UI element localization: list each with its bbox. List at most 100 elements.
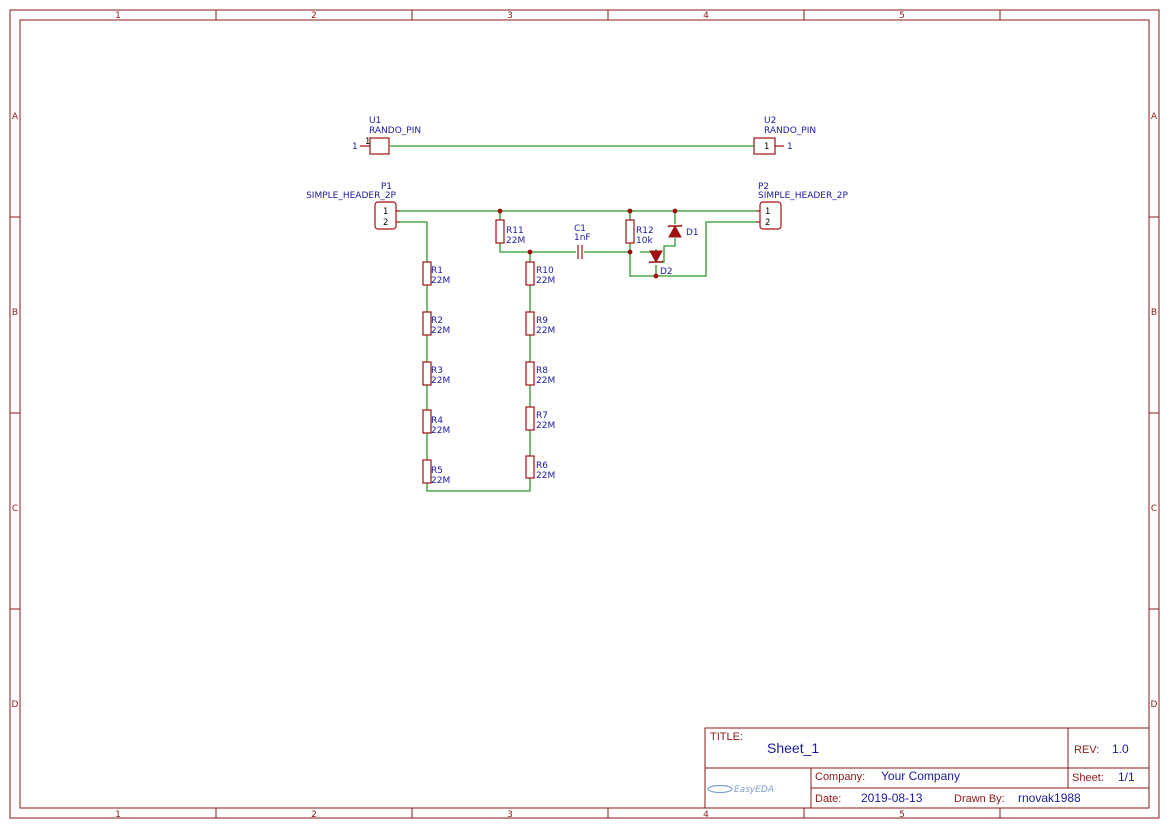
p2-pin1-number: 1 <box>765 207 770 217</box>
wire-p1-pin2-r1 <box>400 221 428 262</box>
r1-ref: R1 <box>431 266 443 276</box>
zone-col-1-bottom: 1 <box>115 810 121 820</box>
part-r6[interactable]: R6 22M <box>525 455 555 481</box>
zone-labels: 1 2 3 4 5 1 2 3 4 5 A B C D A B C D <box>12 11 1158 820</box>
zone-row-c-right: C <box>1151 504 1157 514</box>
zone-row-b-right: B <box>1151 308 1157 318</box>
r5-body <box>422 459 432 484</box>
r1-body <box>422 261 432 286</box>
part-r4[interactable]: R4 22M <box>422 409 450 436</box>
junction-r12-top <box>627 208 633 214</box>
title-label: TITLE: <box>710 731 743 743</box>
r7-body <box>525 406 535 431</box>
r5-ref: R5 <box>431 466 443 476</box>
r4-value: 22M <box>431 426 450 436</box>
date-label: Date: <box>815 793 841 805</box>
part-u2[interactable]: U2 RANDO_PIN 1 1 <box>753 116 816 155</box>
r9-value: 22M <box>536 326 555 336</box>
p1-pin2-number: 2 <box>383 218 388 228</box>
part-r11[interactable]: R11 22M <box>495 219 525 246</box>
r8-body <box>525 361 535 386</box>
r10-body <box>525 261 535 286</box>
part-p2[interactable]: P2 SIMPLE_HEADER_2P 1 2 <box>756 182 848 230</box>
u1-net-label: 1 <box>352 142 358 152</box>
part-r1[interactable]: R1 22M <box>422 261 450 286</box>
p2-body <box>759 201 782 230</box>
d2-triangle <box>649 250 663 264</box>
part-r2[interactable]: R2 22M <box>422 311 450 336</box>
c1-value: 1nF <box>574 233 591 243</box>
p1-value: SIMPLE_HEADER_2P <box>306 191 396 201</box>
part-r3[interactable]: R3 22M <box>422 361 450 386</box>
part-c1[interactable]: C1 1nF <box>574 224 591 259</box>
u2-ref: U2 <box>764 116 776 126</box>
junction-r12-bottom <box>627 249 633 255</box>
r4-body <box>422 409 432 434</box>
title-block: TITLE: Sheet_1 REV: 1.0 Company: Your Co… <box>704 727 1150 809</box>
sheet-label: Sheet: <box>1072 772 1104 784</box>
drawn-by-value: rnovak1988 <box>1018 791 1081 805</box>
part-r10[interactable]: R10 22M <box>525 261 555 286</box>
zone-row-a-right: A <box>1151 112 1158 122</box>
zone-row-d-left: D <box>12 700 19 710</box>
r6-ref: R6 <box>536 461 548 471</box>
sheet-value: 1/1 <box>1118 770 1135 784</box>
zone-col-4-top: 4 <box>703 11 709 21</box>
part-r9[interactable]: R9 22M <box>525 311 555 336</box>
d2-ref: D2 <box>660 267 673 277</box>
p2-pin2-number: 2 <box>765 218 770 228</box>
r3-ref: R3 <box>431 366 443 376</box>
easyeda-logo-icon <box>707 784 733 794</box>
p1-body <box>374 201 397 230</box>
wire-d2-bottom <box>629 221 756 277</box>
part-d2[interactable]: D2 <box>648 250 673 277</box>
title-value: Sheet_1 <box>767 740 819 756</box>
company-value: Your Company <box>881 769 960 783</box>
zone-row-c-left: C <box>12 504 18 514</box>
zone-col-3-bottom: 3 <box>507 810 513 820</box>
part-r5[interactable]: R5 22M <box>422 459 450 486</box>
company-label: Company: <box>815 771 865 783</box>
part-r12[interactable]: R12 10k <box>625 219 654 246</box>
part-d1[interactable]: D1 <box>667 224 699 238</box>
u2-net-label: 1 <box>787 142 793 152</box>
r9-body <box>525 311 535 336</box>
p1-pin1-number: 1 <box>383 207 388 217</box>
easyeda-logo: EasyEDA <box>707 784 774 795</box>
part-r7[interactable]: R7 22M <box>525 406 555 431</box>
r12-body <box>625 219 635 244</box>
r4-ref: R4 <box>431 416 443 426</box>
zone-row-b-left: B <box>12 308 18 318</box>
zone-col-5-top: 5 <box>899 11 905 21</box>
part-r8[interactable]: R8 22M <box>525 361 555 386</box>
zone-col-1-top: 1 <box>115 11 121 21</box>
zone-row-d-right: D <box>1151 700 1158 710</box>
p2-value: SIMPLE_HEADER_2P <box>758 191 848 201</box>
junction-d1-top <box>672 208 678 214</box>
r2-ref: R2 <box>431 316 443 326</box>
r10-ref: R10 <box>536 266 554 276</box>
junctions <box>497 208 678 279</box>
r9-ref: R9 <box>536 316 548 326</box>
r8-value: 22M <box>536 376 555 386</box>
r7-ref: R7 <box>536 411 548 421</box>
r12-value: 10k <box>636 236 653 246</box>
u2-pin-number: 1 <box>764 142 769 152</box>
d1-ref: D1 <box>686 228 699 238</box>
d1-triangle <box>668 224 682 238</box>
r10-value: 22M <box>536 276 555 286</box>
r6-body <box>525 455 535 479</box>
part-p1[interactable]: P1 SIMPLE_HEADER_2P 1 2 <box>306 182 400 230</box>
d1-zener-bar <box>667 224 683 228</box>
part-u1[interactable]: U1 RANDO_PIN 1 1 <box>352 116 421 155</box>
r3-body <box>422 361 432 386</box>
zone-col-2-top: 2 <box>311 11 317 21</box>
wire-r5-r6 <box>426 478 531 492</box>
sheet-frame <box>9 9 1160 819</box>
r6-value: 22M <box>536 471 555 481</box>
wire-d1-d2 <box>656 238 676 263</box>
r2-value: 22M <box>431 326 450 336</box>
u1-value: RANDO_PIN <box>369 126 421 136</box>
zone-col-5-bottom: 5 <box>899 810 905 820</box>
r7-value: 22M <box>536 421 555 431</box>
